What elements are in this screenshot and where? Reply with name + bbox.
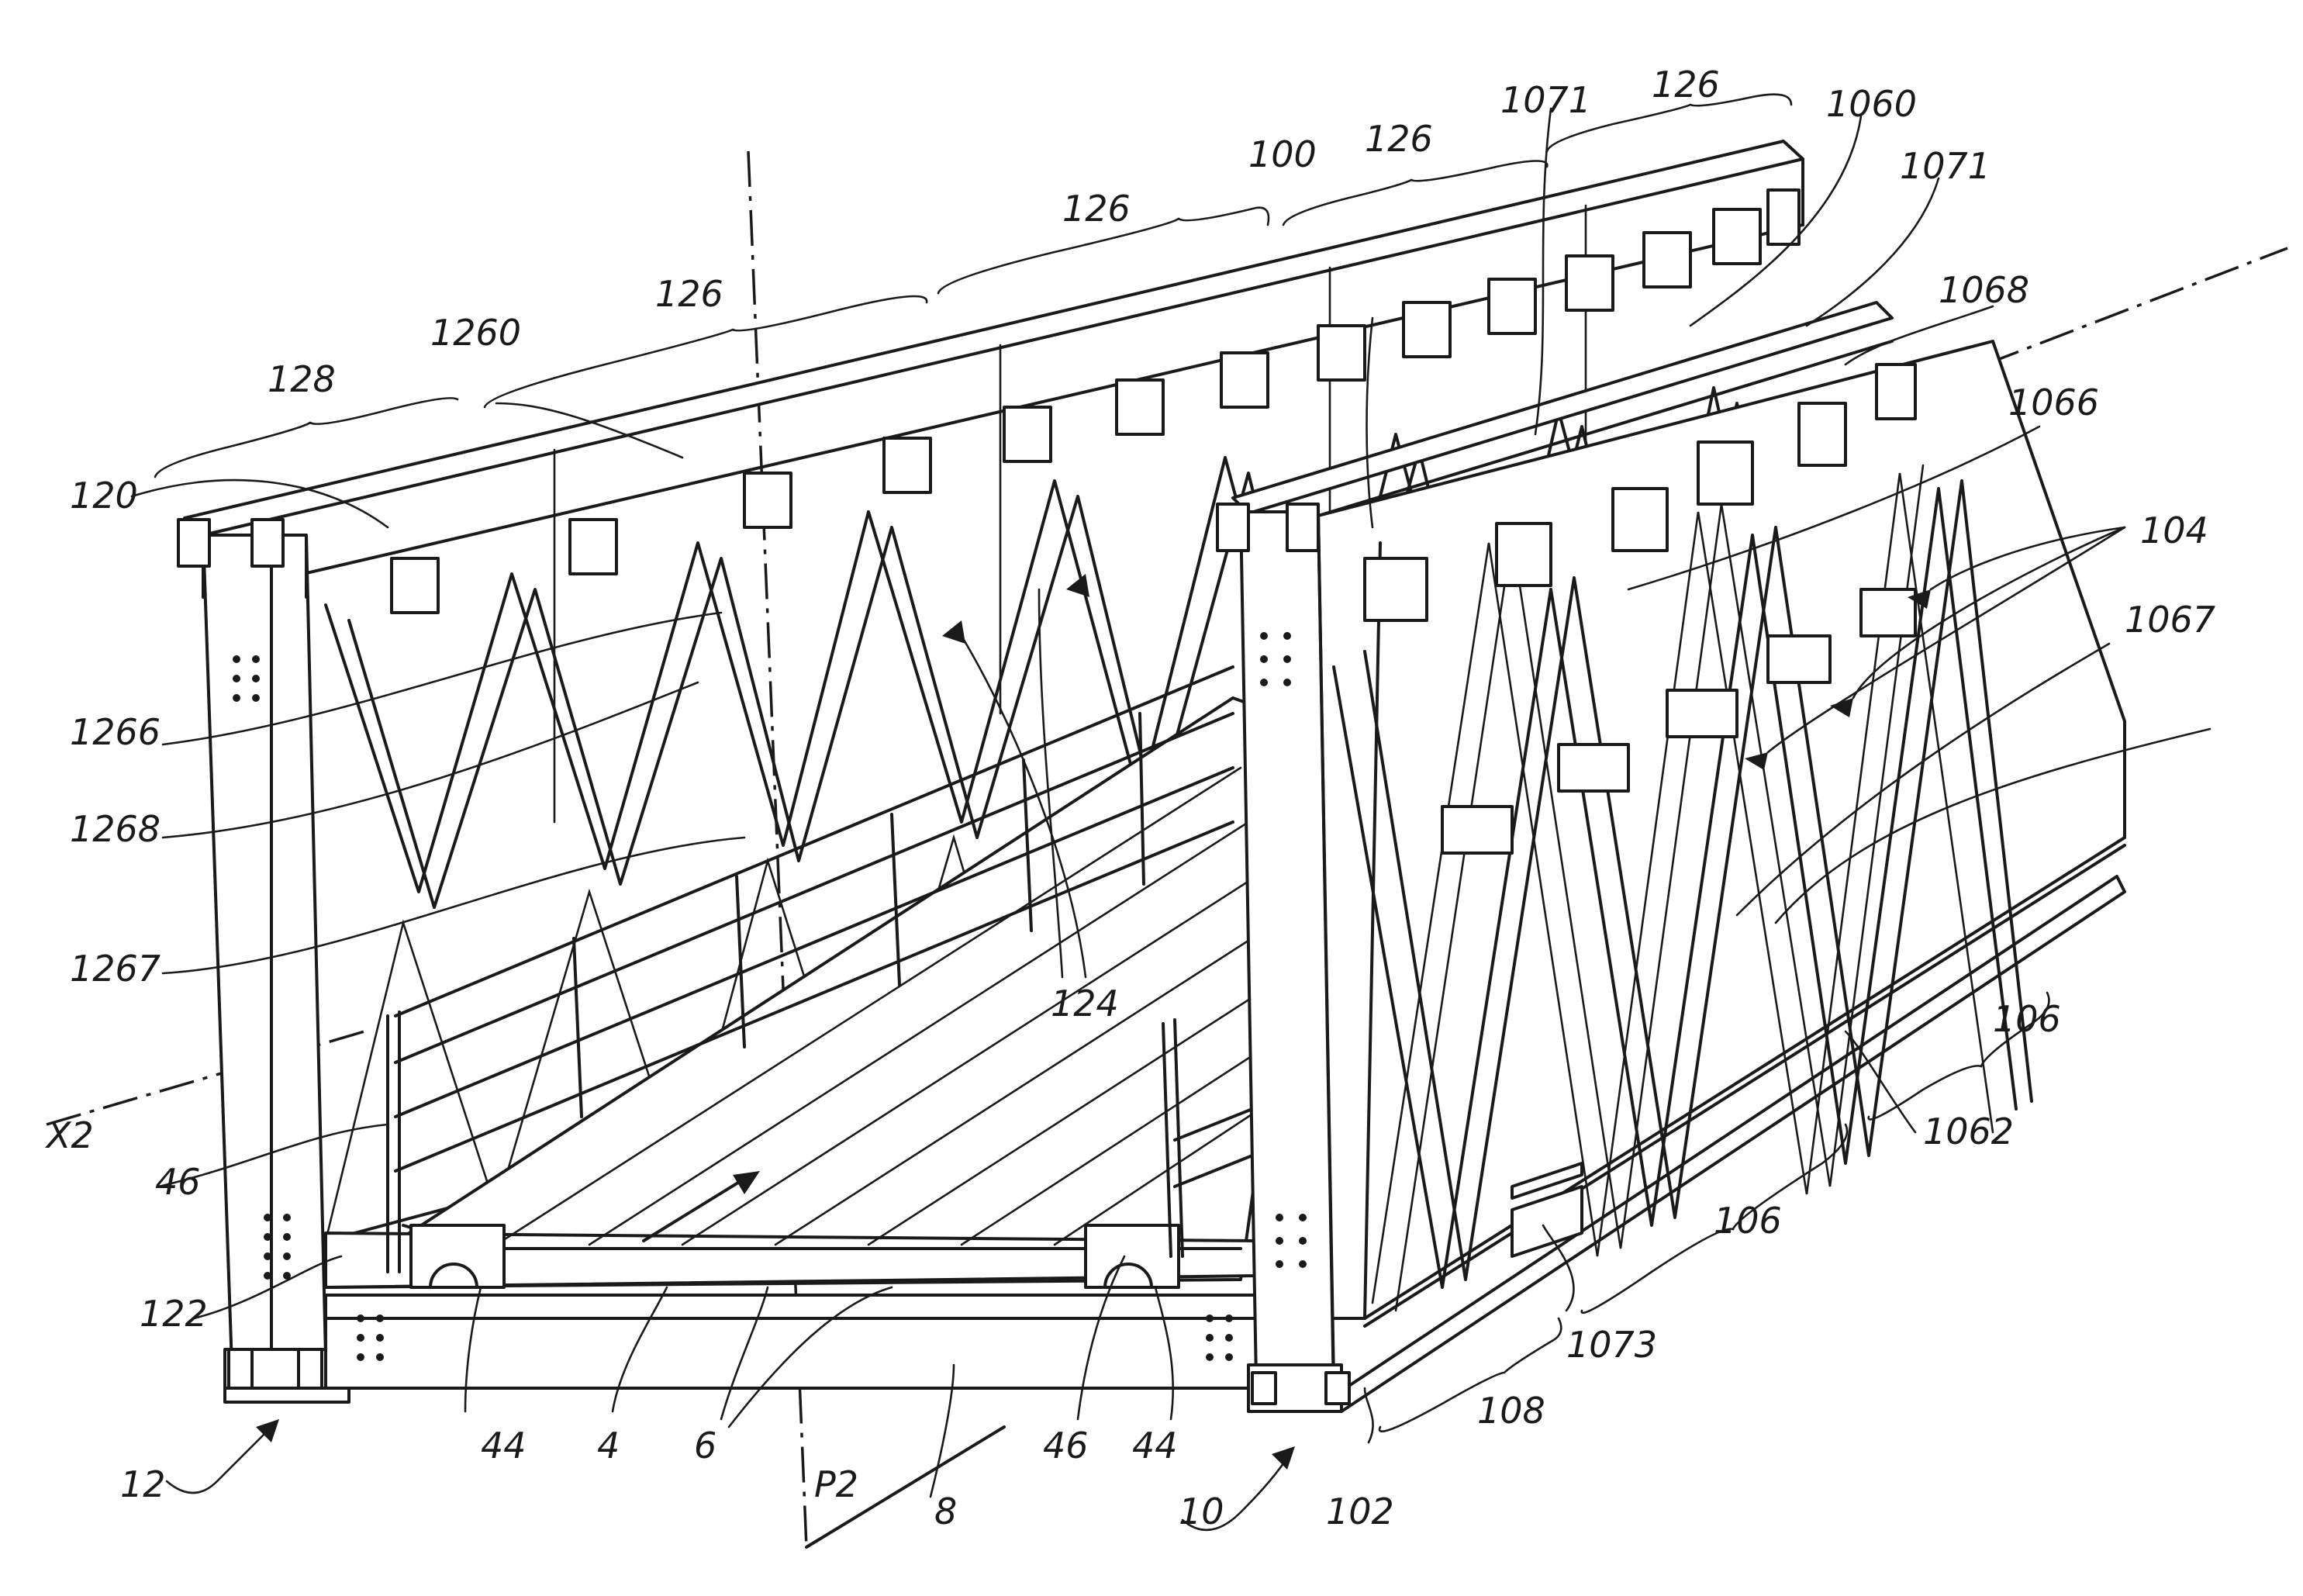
label-124: 124 <box>1051 983 1119 1024</box>
label-126-d: 126 <box>1652 64 1720 105</box>
label-6: 6 <box>694 1425 716 1466</box>
label-1066: 1066 <box>2008 382 2099 423</box>
label-104: 104 <box>2140 510 2208 551</box>
label-44-b: 44 <box>1132 1425 1178 1466</box>
label-120: 120 <box>70 475 138 516</box>
label-108: 108 <box>1477 1390 1545 1432</box>
label-1267: 1267 <box>70 948 161 990</box>
label-1071-a: 1071 <box>1500 79 1591 121</box>
label-126-a: 126 <box>655 273 723 315</box>
label-8: 8 <box>934 1491 957 1532</box>
label-1260: 1260 <box>430 312 521 354</box>
label-4: 4 <box>597 1425 620 1466</box>
label-1071-b: 1071 <box>1900 145 1991 187</box>
label-126-c: 126 <box>1365 118 1433 160</box>
label-1068: 1068 <box>1939 269 2029 311</box>
deck <box>326 698 1318 1388</box>
label-122: 122 <box>140 1293 208 1335</box>
label-1268: 1268 <box>70 808 161 850</box>
label-106-a: 106 <box>1714 1200 1782 1242</box>
label-102: 102 <box>1326 1491 1394 1532</box>
label-100: 100 <box>1248 133 1317 175</box>
label-10: 10 <box>1179 1491 1224 1532</box>
label-1266: 1266 <box>70 711 161 753</box>
label-106-b: 106 <box>1993 998 2061 1040</box>
label-P2: P2 <box>814 1463 858 1505</box>
label-1067: 1067 <box>2125 599 2215 641</box>
label-1060: 1060 <box>1826 83 1917 125</box>
label-X2: X2 <box>45 1114 94 1156</box>
label-1073: 1073 <box>1566 1324 1657 1366</box>
label-46-a: 46 <box>155 1161 201 1203</box>
far-end-post <box>178 520 349 1402</box>
label-128: 128 <box>268 358 336 400</box>
label-126-b: 126 <box>1062 188 1131 230</box>
label-44-a: 44 <box>481 1425 527 1466</box>
label-46-b: 46 <box>1043 1425 1089 1466</box>
label-1062: 1062 <box>1923 1111 2014 1152</box>
label-12: 12 <box>120 1463 166 1505</box>
